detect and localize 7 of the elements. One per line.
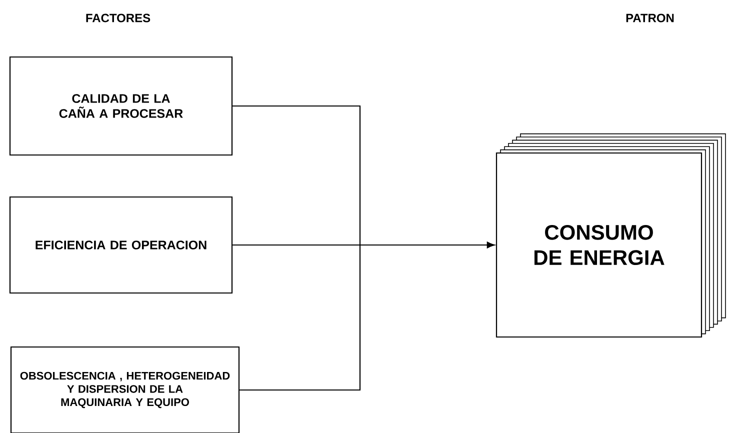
arrow (240, 242, 494, 391)
stacked-box: CONSUMO DE ENERGIA (496, 133, 726, 338)
factor-box: CALIDAD DE LA CAÑA A PROCESAR (9, 56, 233, 156)
factor-box: EFICIENCIA DE OPERACION (9, 196, 233, 294)
column-heading: FACTORES (86, 14, 150, 22)
factor-box: OBSOLESCENCIA , HETEROGENEIDAD Y DISPERSION DE LA MAQUINARIA Y EQUIPO (10, 346, 240, 433)
column-heading: PATRON (626, 14, 674, 22)
